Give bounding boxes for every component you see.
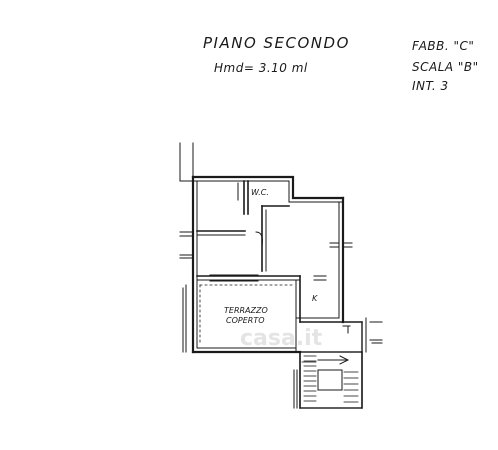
right-exterior-walls — [342, 317, 383, 353]
building-label: FABB. "C" — [412, 39, 475, 53]
terrace-outline — [199, 284, 293, 346]
room-label-terrace-1: TERRAZZO — [224, 306, 268, 315]
ceiling-height: Hmd= 3.10 ml — [214, 61, 308, 75]
plan-title: PIANO SECONDO — [203, 34, 350, 52]
windows — [209, 242, 353, 282]
stair-left-walls — [293, 369, 298, 409]
unit-label: INT. 3 — [412, 79, 449, 93]
interior-walls — [196, 180, 344, 353]
room-label-terrace-2: COPERTO — [226, 316, 265, 325]
stair-label: SCALA "B" — [412, 60, 479, 74]
left-exterior-marks — [179, 231, 194, 353]
room-label-wc: W.C. — [251, 188, 269, 197]
outer-walls — [191, 175, 345, 354]
neighbour-wall-top-left — [179, 142, 194, 182]
watermark: casa.it — [240, 326, 323, 351]
room-label-kitchen: K — [312, 294, 318, 303]
stair-block — [299, 351, 363, 409]
